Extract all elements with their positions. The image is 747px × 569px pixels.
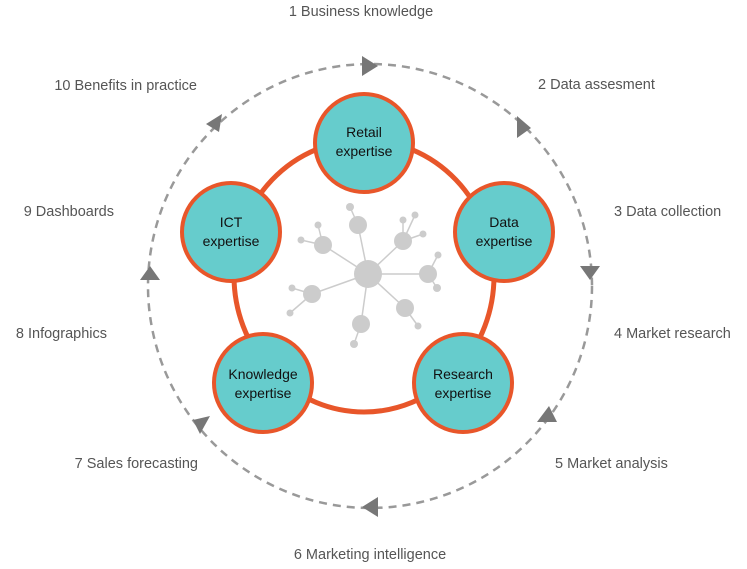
network-leaf — [433, 284, 441, 292]
network-leaf — [399, 216, 407, 224]
arrow-icon — [193, 416, 210, 434]
network-leaf — [414, 322, 422, 330]
node-label-line2: expertise — [435, 385, 492, 401]
step-label-2: 2 Data assesment — [538, 77, 655, 93]
step-label-9: 9 Dashboards — [24, 204, 114, 220]
step-label-6: 6 Marketing intelligence — [294, 547, 446, 563]
node-label-line1: Knowledge — [228, 366, 297, 382]
node-label-line2: expertise — [203, 233, 260, 249]
node-label-line2: expertise — [235, 385, 292, 401]
node-label-line1: ICT — [220, 214, 243, 230]
arrow-icon — [206, 114, 222, 132]
network-hub — [354, 260, 382, 288]
node-label-line1: Data — [489, 214, 519, 230]
node-label-line2: expertise — [476, 233, 533, 249]
step-label-4: 4 Market research — [614, 326, 731, 342]
network-leaf — [419, 230, 427, 238]
network-node — [419, 265, 437, 283]
outer-cycle-ring — [146, 62, 594, 510]
step-label-10: 10 Benefits in practice — [54, 78, 197, 94]
network-leaf — [434, 251, 442, 259]
cycle-arrows — [140, 56, 600, 517]
step-label-1: 1 Business knowledge — [289, 4, 433, 20]
network-leaf — [314, 221, 322, 229]
network-leaf — [286, 309, 294, 317]
network-node — [394, 232, 412, 250]
network-leaf — [411, 211, 419, 219]
network-leaf — [288, 284, 296, 292]
network-leaf — [350, 340, 358, 348]
step-label-7: 7 Sales forecasting — [75, 456, 198, 472]
arrow-icon — [537, 406, 557, 422]
expertise-node-retail: Retail expertise — [313, 92, 415, 194]
network-leaf — [346, 203, 354, 211]
arrow-icon — [580, 266, 600, 280]
step-label-5: 5 Market analysis — [555, 456, 668, 472]
step-label-8: 8 Infographics — [16, 326, 107, 342]
network-node — [352, 315, 370, 333]
arrow-icon — [140, 266, 160, 280]
network-leaf — [297, 236, 305, 244]
step-label-3: 3 Data collection — [614, 204, 721, 220]
network-graphic — [286, 203, 442, 348]
node-label-line1: Research — [433, 366, 493, 382]
arrow-icon — [517, 116, 531, 138]
network-node — [396, 299, 414, 317]
arrow-icon — [362, 497, 378, 517]
node-label-line1: Retail — [346, 124, 382, 140]
network-node — [303, 285, 321, 303]
expertise-node-research: Research expertise — [412, 332, 514, 434]
expertise-node-ict: ICT expertise — [180, 181, 282, 283]
network-node — [349, 216, 367, 234]
network-node — [314, 236, 332, 254]
arrow-icon — [362, 56, 378, 76]
expertise-node-data: Data expertise — [453, 181, 555, 283]
node-label-line2: expertise — [336, 143, 393, 159]
expertise-node-knowledge: Knowledge expertise — [212, 332, 314, 434]
cycle-step-labels: 1 Business knowledge 2 Data assesment 3 … — [16, 4, 731, 563]
